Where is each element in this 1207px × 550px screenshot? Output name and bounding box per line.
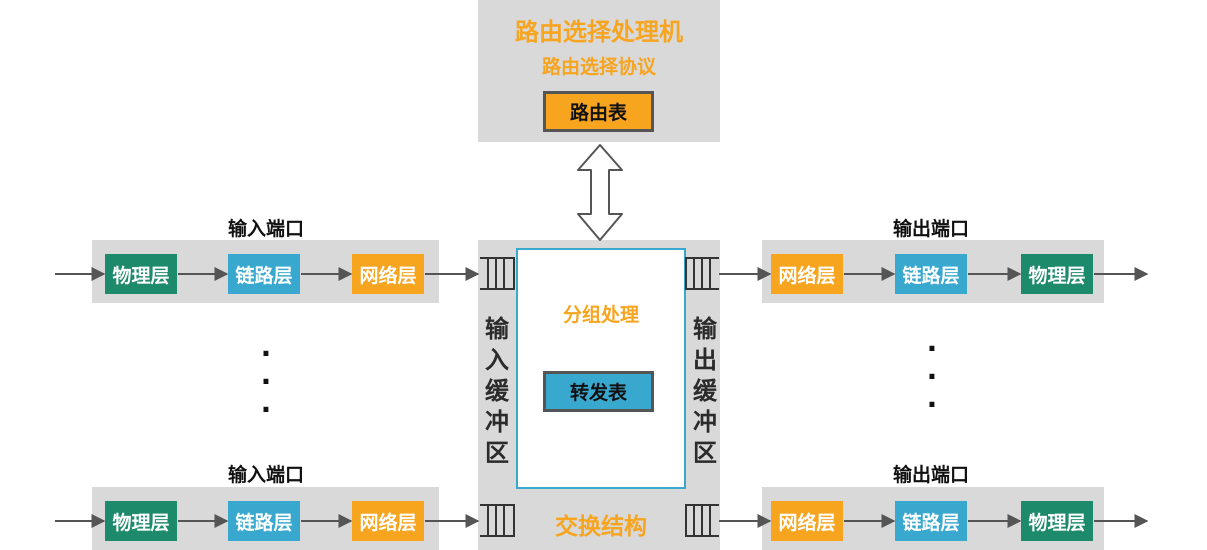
output-port-1-network-layer: 网络层	[771, 254, 843, 294]
ellipsis-dot: ·	[260, 393, 272, 426]
output-ports-ellipsis: · · ·	[922, 335, 942, 419]
output-port-2-network-layer: 网络层	[771, 501, 843, 541]
ellipsis-dot: ·	[260, 337, 272, 370]
routing-table-box: 路由表	[543, 91, 654, 132]
ellipsis-dot: ·	[926, 360, 938, 393]
forwarding-table-label: 转发表	[569, 382, 627, 404]
routing-protocol-label: 路由选择协议	[541, 56, 656, 78]
packet-processing-area	[516, 248, 686, 489]
output-port-2-link-layer: 链路层	[895, 501, 967, 541]
output-buffer-label: 输出缓冲区	[693, 315, 717, 467]
output-port-2-physical-layer: 物理层	[1021, 501, 1093, 541]
input-buffer-label: 输入缓冲区	[485, 315, 509, 467]
output-buffer-queue-bottom	[685, 504, 719, 537]
bidirectional-arrow-icon	[577, 144, 623, 241]
output-port-1-title: 输出端口	[892, 218, 969, 240]
ellipsis-dot: ·	[926, 388, 938, 421]
input-port-2-physical-layer: 物理层	[105, 501, 177, 541]
input-port-1-network-layer: 网络层	[352, 254, 424, 294]
ellipsis-dot: ·	[260, 365, 272, 398]
routing-table-label: 路由表	[569, 102, 627, 124]
input-port-2-network-layer: 网络层	[352, 501, 424, 541]
forwarding-table-box: 转发表	[543, 371, 654, 412]
input-buffer-queue-top	[480, 257, 515, 290]
output-port-1-link-layer: 链路层	[895, 254, 967, 294]
input-port-2-title: 输入端口	[227, 464, 304, 486]
input-port-1-physical-layer: 物理层	[105, 254, 177, 294]
routing-processor-title: 路由选择处理机	[515, 18, 683, 46]
ellipsis-dot: ·	[926, 332, 938, 365]
switch-fabric-label: 交换结构	[555, 514, 647, 540]
input-port-1-link-layer: 链路层	[228, 254, 300, 294]
input-port-1-title: 输入端口	[227, 218, 304, 240]
input-port-2-link-layer: 链路层	[228, 501, 300, 541]
output-buffer-queue-top	[685, 257, 719, 290]
output-port-1-physical-layer: 物理层	[1021, 254, 1093, 294]
input-buffer-queue-bottom	[480, 504, 515, 537]
packet-processing-label: 分组处理	[562, 304, 639, 326]
input-ports-ellipsis: · · ·	[256, 340, 276, 424]
output-port-2-title: 输出端口	[892, 464, 969, 486]
